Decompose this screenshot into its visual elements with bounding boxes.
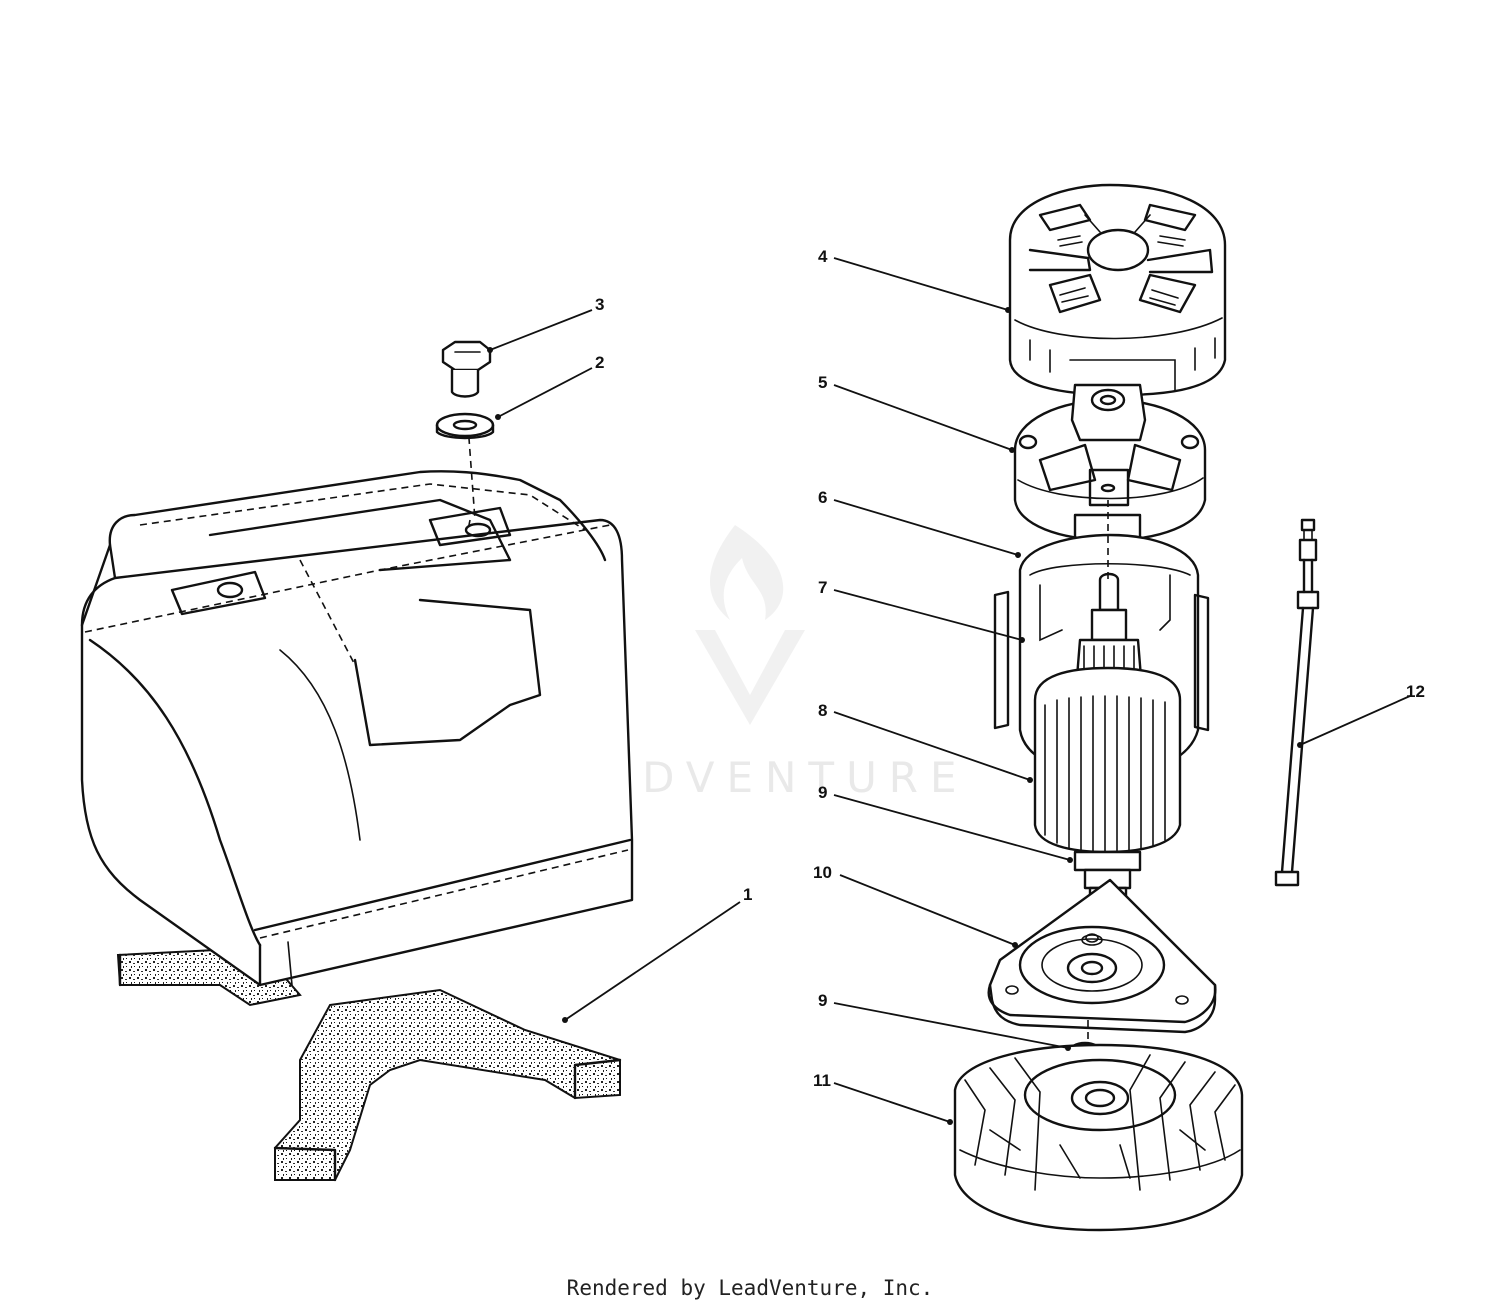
leader-lines: [487, 257, 1411, 1125]
part-4-end-cap: [1008, 183, 1227, 397]
callout-6: 6: [818, 488, 827, 507]
part-12-through-bolt: [1274, 518, 1320, 887]
footer-credit: Rendered by LeadVenture, Inc.: [566, 1276, 934, 1300]
callout-labels: 1 2 3 4 5 6 7 8 9 10 9 11 12: [595, 247, 1425, 1090]
part-5-brush-holder: [1013, 383, 1207, 547]
callout-4: 4: [818, 247, 828, 266]
callout-11: 11: [813, 1071, 831, 1090]
part-1-housing-cover: [80, 424, 634, 987]
callout-1: 1: [743, 885, 752, 904]
callout-2: 2: [595, 353, 604, 372]
part-2-washer: [435, 412, 495, 440]
callout-12: 12: [1406, 682, 1425, 701]
part-10-bearing-plate: [987, 878, 1217, 1034]
callout-9-upper: 9: [818, 783, 827, 802]
part-1-foam-pad: [116, 946, 622, 1182]
callout-9-lower: 9: [818, 991, 827, 1010]
callout-7: 7: [818, 578, 827, 597]
part-9-snap-ring-upper: [1081, 934, 1103, 946]
part-8-armature: [1033, 572, 1182, 914]
callout-10: 10: [813, 863, 832, 882]
callout-3: 3: [595, 295, 604, 314]
part-3-plug: [441, 340, 492, 398]
part-11-fan: [953, 1043, 1244, 1232]
callout-8: 8: [818, 701, 827, 720]
callout-5: 5: [818, 373, 827, 392]
flame-logo-icon: [695, 525, 805, 725]
